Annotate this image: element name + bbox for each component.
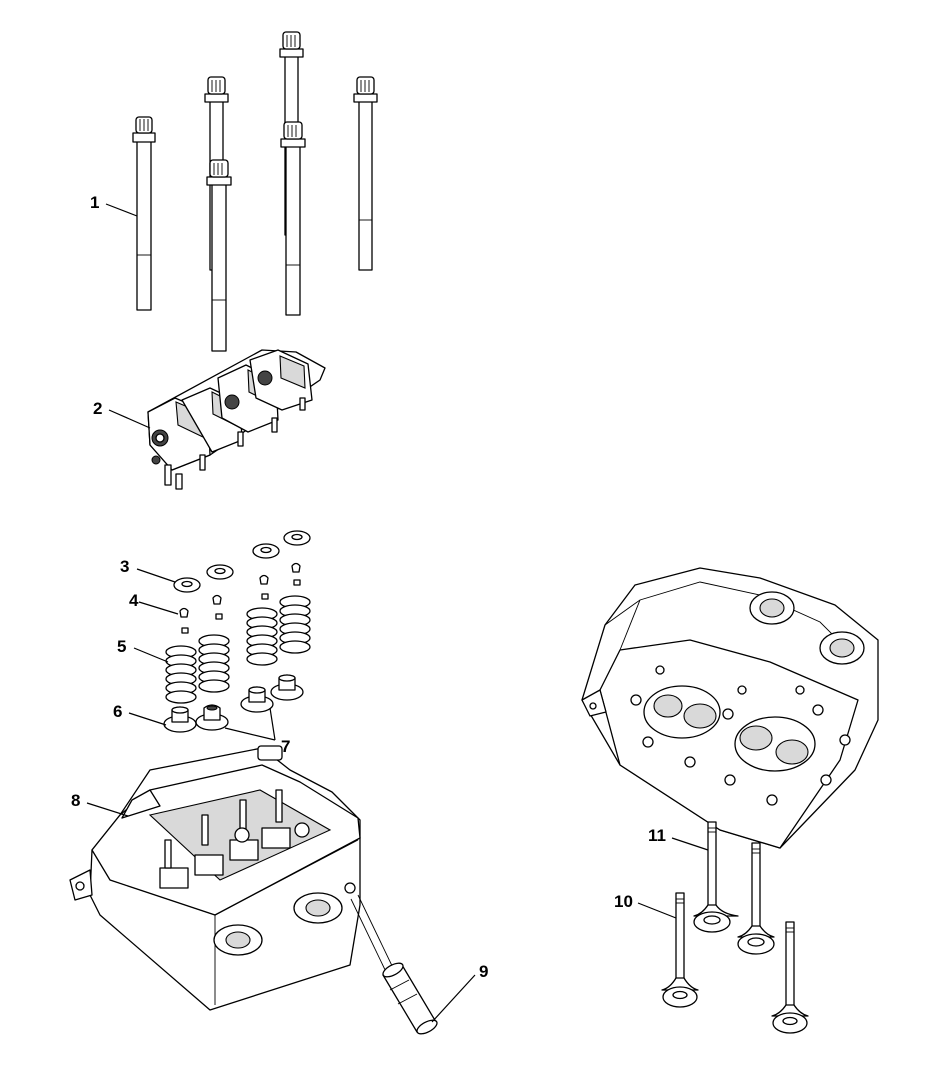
cylinder-head-underside[interactable] (581, 567, 879, 849)
head-bolt[interactable] (206, 159, 232, 352)
spring-seats-and-stem-seals[interactable] (163, 674, 304, 733)
valve-spring (279, 595, 311, 654)
intake-valve (737, 842, 775, 955)
head-bolt[interactable] (132, 116, 156, 311)
intake-valve (693, 821, 739, 933)
cylinder-head[interactable] (69, 745, 361, 1011)
callout-8: 8 (71, 791, 80, 810)
callout-9: 9 (479, 962, 488, 981)
head-bolts[interactable] (132, 31, 378, 352)
callout-3: 3 (120, 557, 129, 576)
callout-7: 7 (281, 737, 290, 756)
callout-5: 5 (117, 637, 126, 656)
valve-spring (198, 634, 230, 693)
valve-stem-seal (240, 686, 274, 713)
head-bolt[interactable] (280, 121, 306, 316)
spring-seat (163, 706, 197, 733)
callout-1: 1 (90, 193, 99, 212)
valve-spring-retainers[interactable] (173, 530, 311, 593)
callout-10: 10 (614, 892, 633, 911)
callout-labels: 1 2 3 4 5 6 7 8 9 10 11 (71, 193, 666, 981)
valve-stem-seal (270, 674, 304, 701)
callout-4: 4 (129, 591, 139, 610)
valve-spring (165, 645, 197, 704)
retainer (173, 577, 201, 593)
head-bolt[interactable] (353, 76, 378, 271)
rocker-arm-assembly[interactable] (147, 349, 326, 490)
leader-lines (86, 203, 709, 1023)
valve-keepers[interactable] (179, 562, 301, 634)
callout-6: 6 (113, 702, 122, 721)
valve-stem-seal (195, 704, 229, 731)
exhaust-valve (661, 892, 699, 1008)
valves[interactable] (661, 821, 809, 1034)
retainer (252, 543, 280, 559)
callout-11: 11 (648, 826, 666, 845)
retainer (206, 564, 234, 580)
valve-spring (246, 607, 278, 666)
retainer (283, 530, 311, 546)
callout-2: 2 (93, 399, 102, 418)
valve-springs[interactable] (165, 595, 311, 704)
exhaust-valve (771, 921, 809, 1034)
dowel-tube[interactable] (350, 894, 439, 1037)
